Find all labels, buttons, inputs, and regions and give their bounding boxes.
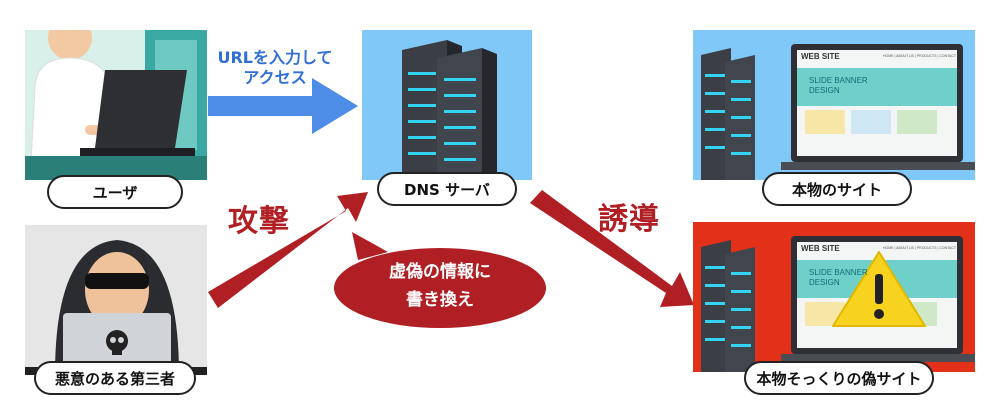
real-site-label: 本物のサイト <box>762 172 912 206</box>
redirect-label: 誘導 <box>598 202 660 237</box>
attack-label: 攻撃 <box>228 204 290 239</box>
access-arrow-line1: URLを入力して <box>217 48 333 67</box>
fake-site-illustration <box>693 222 975 372</box>
dns-server-icon <box>362 30 532 180</box>
skull-icon <box>106 330 128 355</box>
user-panel <box>25 30 207 180</box>
real-site-header: WEB SITE <box>801 52 840 61</box>
fake-site-banner2: DESIGN <box>809 278 840 287</box>
fake-site-panel: WEB SITE HOME | ABOUT US | PRODUCTS | CO… <box>693 222 975 372</box>
access-arrow-text: URLを入力して アクセス <box>210 48 340 88</box>
warning-icon <box>832 251 926 327</box>
bubble-text: 虚偽の情報に 書き換え <box>360 258 520 314</box>
bubble-line2: 書き換え <box>406 290 474 310</box>
bubble-line1: 虚偽の情報に <box>389 262 491 282</box>
fake-site-nav: HOME | ABOUT US | PRODUCTS | CONTACT <box>883 246 956 250</box>
real-site-banner2: DESIGN <box>809 86 840 95</box>
fake-site-label: 本物そっくりの偽サイト <box>744 361 934 395</box>
user-illustration <box>25 30 207 180</box>
redirect-arrow <box>530 190 694 307</box>
access-arrow-line2: アクセス <box>243 68 307 87</box>
dns-label: DNS サーバ <box>377 172 517 206</box>
access-arrow <box>208 78 358 134</box>
real-site-panel: WEB SITE HOME | ABOUT US | PRODUCTS | CO… <box>693 30 975 180</box>
fake-site-banner1: SLIDE BANNER <box>809 268 868 277</box>
attack-arrow <box>208 192 368 308</box>
speech-bubble <box>334 232 546 328</box>
real-site-banner1: SLIDE BANNER <box>809 76 868 85</box>
attacker-panel <box>25 225 207 375</box>
dns-panel <box>362 30 532 180</box>
fake-site-header: WEB SITE <box>801 244 840 253</box>
attacker-label: 悪意のある第三者 <box>34 361 196 395</box>
user-label: ユーザ <box>47 175 183 209</box>
real-site-nav: HOME | ABOUT US | PRODUCTS | CONTACT <box>883 54 956 58</box>
real-site-illustration <box>693 30 975 180</box>
attacker-illustration <box>25 225 207 375</box>
